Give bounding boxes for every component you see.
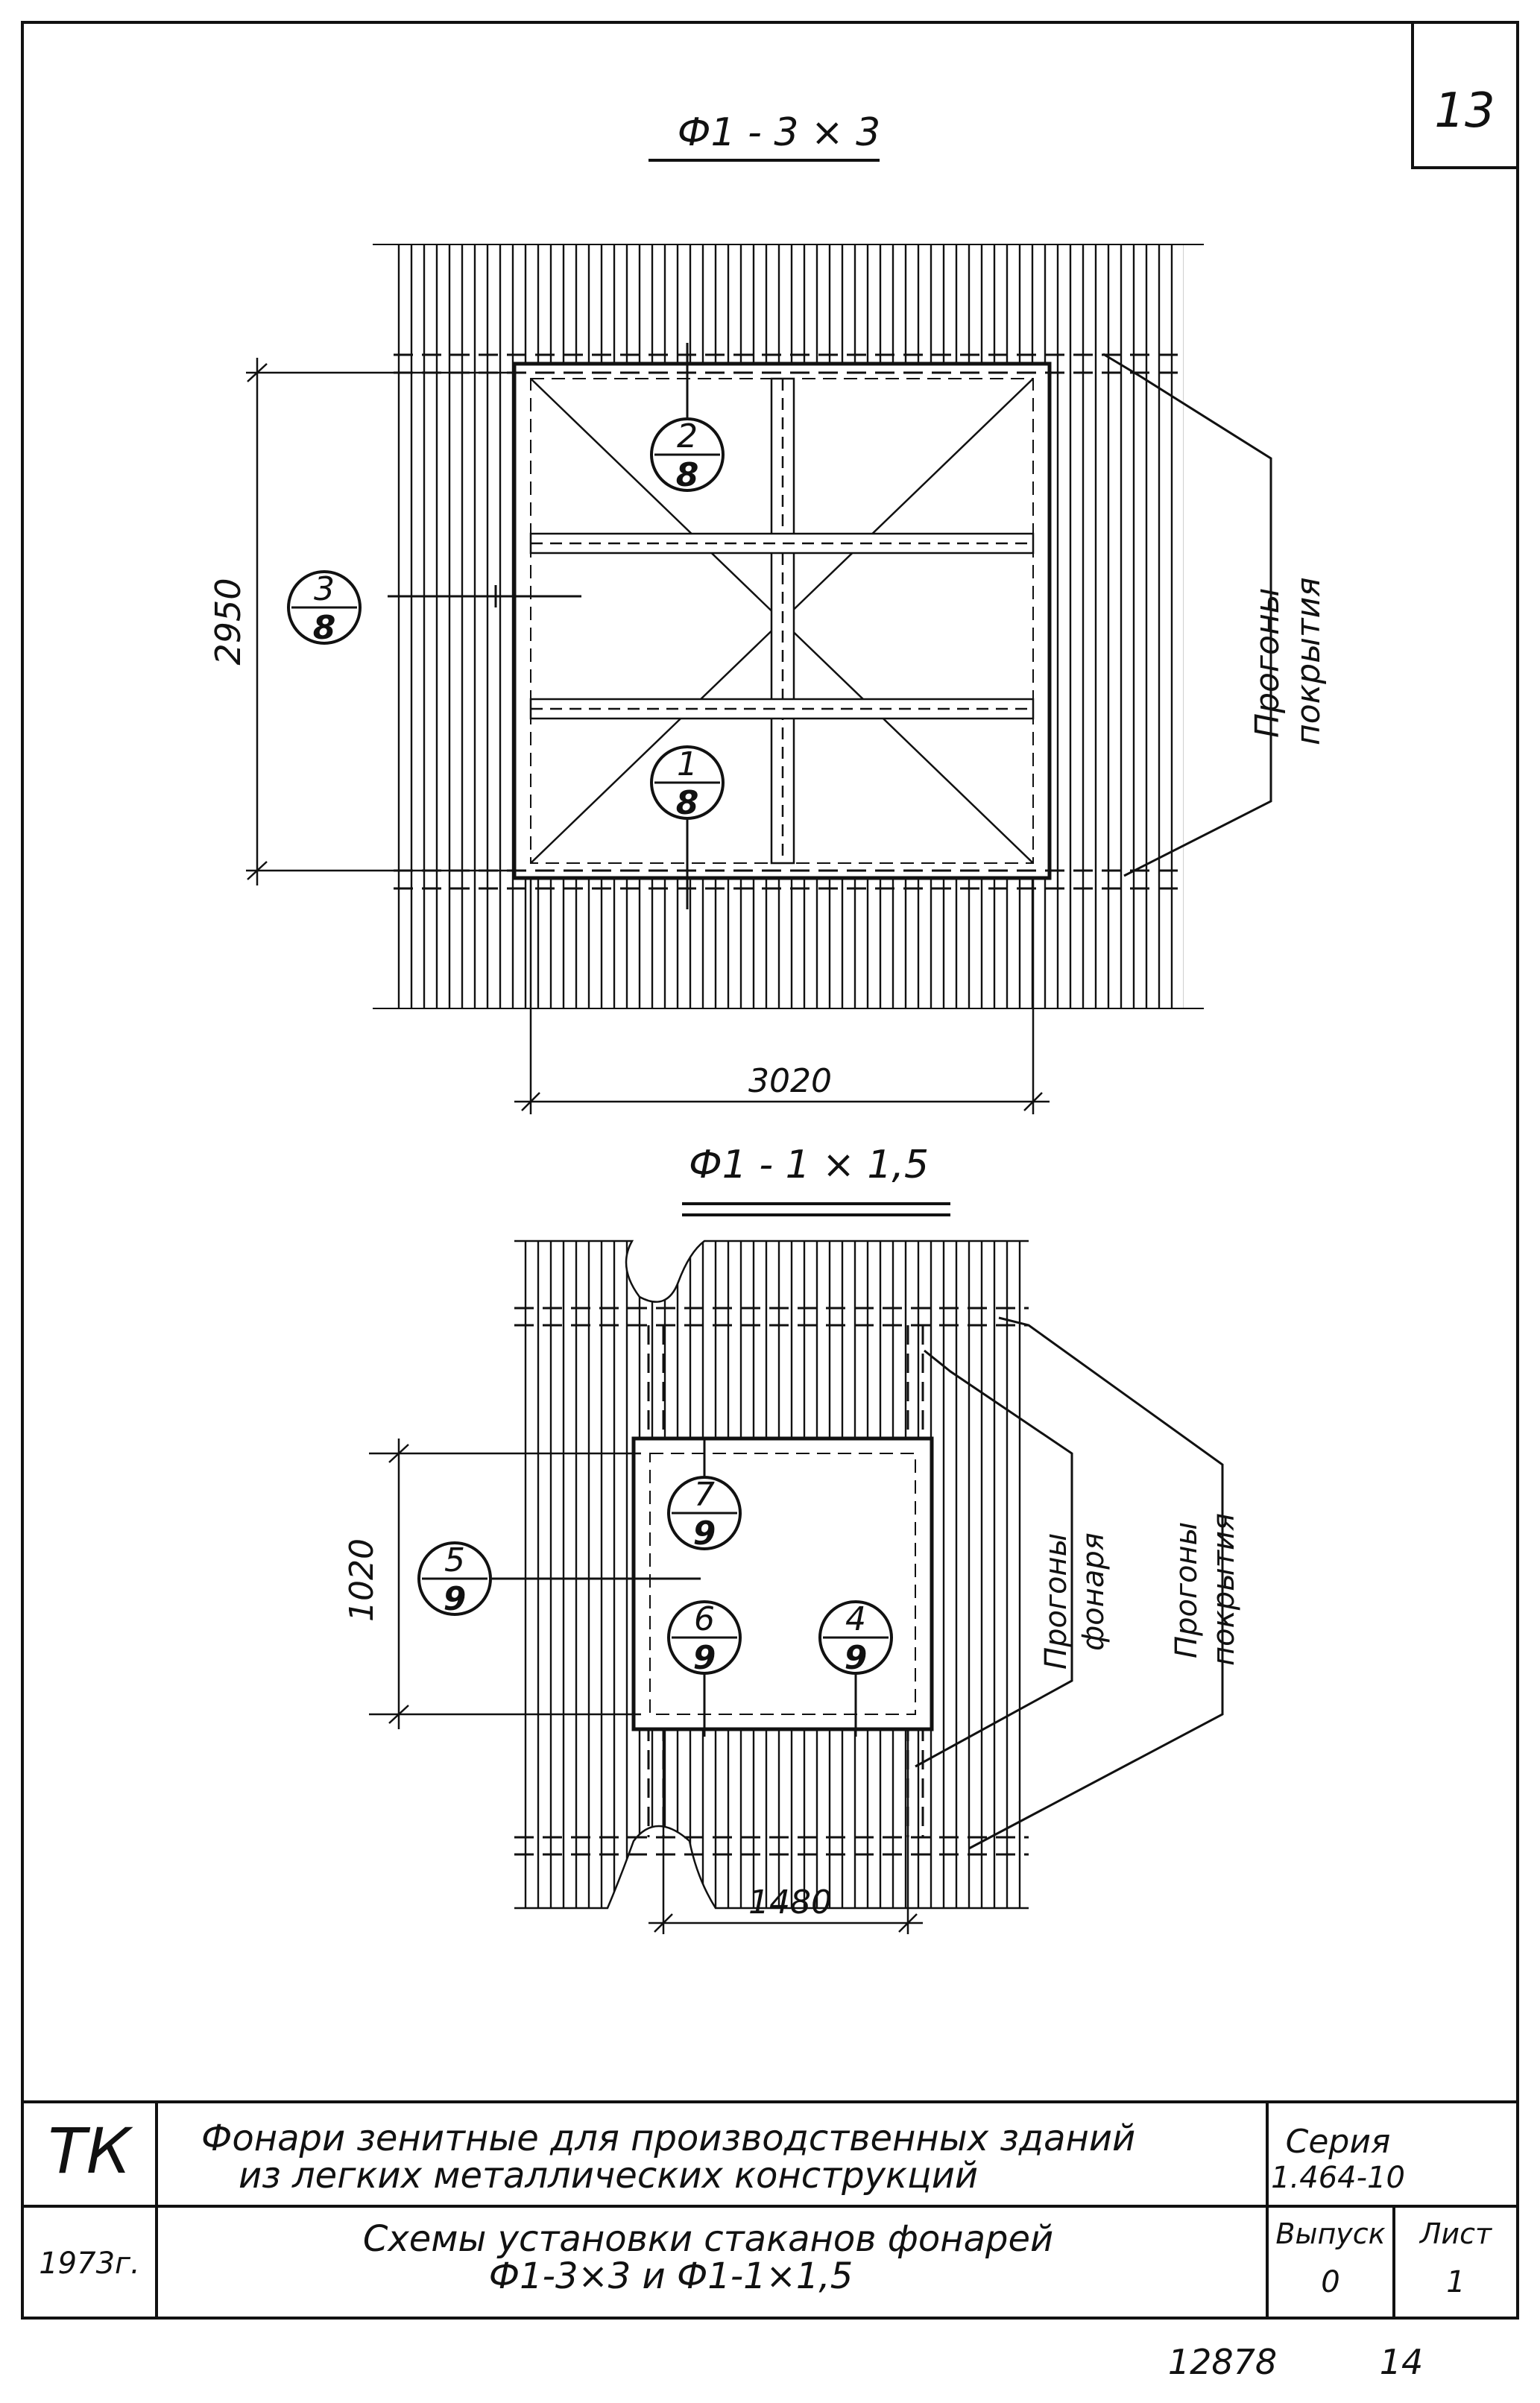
series-label: Серия bbox=[1286, 2123, 1391, 2161]
purlin-label-1-line2: покрытия bbox=[1290, 577, 1328, 745]
svg-text:5: 5 bbox=[444, 1541, 465, 1579]
sheet-frame bbox=[21, 21, 1519, 2320]
series-value: 1.464-10 bbox=[1271, 2161, 1405, 2195]
callout-1-8: 1 8 bbox=[650, 745, 725, 909]
page-number: 13 bbox=[1434, 83, 1495, 139]
svg-text:9: 9 bbox=[444, 1580, 467, 1618]
issue-value: 0 bbox=[1321, 2265, 1339, 2299]
subtitle-line-2: Ф1-3×3 и Ф1-1×1,5 bbox=[489, 2255, 853, 2297]
sheet-label: Лист bbox=[1418, 2217, 1493, 2250]
callout-3-8: 3 8 bbox=[287, 570, 581, 647]
lantern-purlin-label-line2: фонаря bbox=[1076, 1532, 1111, 1651]
svg-text:9: 9 bbox=[693, 1639, 716, 1677]
purlin-label-1-line1: Прогоны bbox=[1249, 588, 1287, 738]
lantern-opening-2 bbox=[631, 1436, 934, 1731]
lantern-purlin-label-line1: Прогоны bbox=[1039, 1533, 1073, 1670]
dim-width-2-label: 1480 bbox=[748, 1883, 832, 1922]
dim-height-2-label: 1020 bbox=[343, 1538, 381, 1622]
svg-text:8: 8 bbox=[676, 456, 699, 494]
page-number-box: 13 bbox=[1411, 22, 1518, 169]
plan-2-title: Ф1 - 1 × 1,5 bbox=[689, 1143, 929, 1187]
title-line-2: из легких металлических конструкций bbox=[239, 2155, 978, 2197]
dim-height-1-label: 2950 bbox=[208, 578, 248, 665]
plan-1: Ф1 - 3 × 3 bbox=[208, 110, 1328, 1114]
svg-text:8: 8 bbox=[313, 609, 336, 647]
svg-text:2: 2 bbox=[677, 417, 698, 455]
dim-width-1 bbox=[514, 880, 1050, 1114]
lantern-opening-2-inner bbox=[649, 1453, 916, 1715]
callout-4-9: 4 9 bbox=[818, 1600, 893, 1737]
footer-page: 14 bbox=[1380, 2342, 1424, 2382]
title-line-1: Фонари зенитные для производственных зда… bbox=[201, 2118, 1135, 2159]
callout-7-9: 7 9 bbox=[667, 1439, 742, 1553]
svg-text:3: 3 bbox=[314, 570, 335, 608]
svg-text:1: 1 bbox=[677, 745, 698, 783]
purlin-leaders-1 bbox=[1102, 353, 1272, 877]
callout-6-9: 6 9 bbox=[667, 1600, 742, 1737]
svg-text:7: 7 bbox=[694, 1476, 715, 1514]
svg-text:9: 9 bbox=[693, 1515, 716, 1553]
dim-width-1-label: 3020 bbox=[748, 1062, 832, 1100]
dim-width-2 bbox=[648, 1729, 923, 1934]
dim-height-1 bbox=[246, 358, 522, 885]
org-code: ТК bbox=[48, 2115, 133, 2188]
plan-1-title: Ф1 - 3 × 3 bbox=[678, 110, 880, 155]
dim-height-2 bbox=[369, 1439, 641, 1729]
roof-purlin-label-line1: Прогоны bbox=[1170, 1522, 1204, 1658]
purlin-leaders-2 bbox=[915, 1316, 1224, 1850]
subtitle-line-1: Схемы установки стаканов фонарей bbox=[363, 2218, 1053, 2260]
callout-5-9: 5 9 bbox=[417, 1541, 701, 1618]
year: 1973г. bbox=[39, 2246, 140, 2281]
sheet-value: 1 bbox=[1446, 2265, 1465, 2299]
svg-text:4: 4 bbox=[845, 1600, 866, 1638]
plan-2: Ф1 - 1 × 1,5 1020 bbox=[343, 1143, 1241, 1934]
break-lines-2 bbox=[514, 1240, 1029, 1910]
svg-text:9: 9 bbox=[845, 1639, 868, 1677]
callout-2-8: 2 8 bbox=[650, 343, 725, 494]
footer-number: 12878 bbox=[1168, 2342, 1277, 2382]
roof-purlins bbox=[394, 353, 1184, 890]
issue-label: Выпуск bbox=[1275, 2217, 1385, 2250]
stiffeners bbox=[529, 377, 1035, 865]
roof-purlin-label-line2: покрытия bbox=[1207, 1513, 1241, 1666]
svg-text:6: 6 bbox=[694, 1600, 715, 1638]
title-block bbox=[22, 2100, 1518, 2318]
svg-text:8: 8 bbox=[676, 784, 699, 822]
